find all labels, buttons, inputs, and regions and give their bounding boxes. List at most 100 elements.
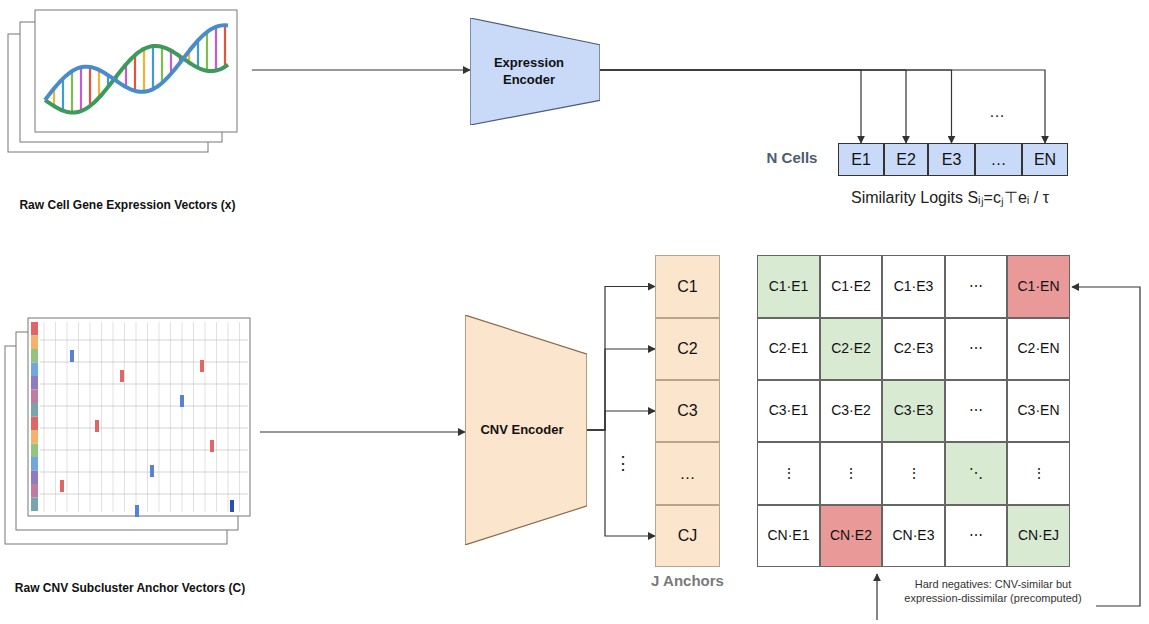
node-text: ⋱ — [969, 465, 983, 483]
cnv-mark — [135, 505, 139, 517]
helix-rung — [62, 79, 64, 111]
similarity-cell: C3·EN — [1007, 380, 1070, 442]
cluster-bar — [31, 363, 38, 377]
helix-rung — [161, 47, 163, 83]
cluster-bar — [31, 430, 38, 444]
node-text: ⋮ — [782, 465, 796, 483]
node-text: ⋯ — [969, 527, 983, 545]
node-text: E1 — [851, 150, 871, 170]
similarity-cell: ⋮ — [882, 442, 945, 505]
ellipsis: … — [982, 102, 1012, 122]
grid-line — [159, 322, 160, 512]
hard-negative-pointer — [1072, 287, 1140, 606]
axis-label: J Anchors — [630, 572, 745, 591]
similarity-cell: CN·E1 — [757, 505, 820, 567]
similarity-cell: CN·EJ — [1007, 505, 1070, 567]
anchor-embedding-box: C1 — [655, 255, 720, 318]
helix-rung — [143, 49, 145, 92]
similarity-cell: C2·EN — [1007, 318, 1070, 380]
helix-rung — [98, 70, 100, 98]
helix-rung — [152, 46, 154, 89]
cnv-mark — [120, 370, 124, 382]
node-text: C2·E3 — [894, 340, 934, 358]
grid-line — [44, 322, 45, 512]
grid-line — [101, 322, 102, 512]
helix-strand — [45, 46, 228, 113]
cnv-mark — [70, 350, 74, 362]
cell-embedding-box: EN — [1022, 143, 1068, 176]
node-text: C1·EN — [1017, 278, 1059, 296]
cluster-bar — [31, 484, 38, 498]
grid-line — [90, 322, 91, 512]
hard-negative-pointer — [876, 574, 877, 620]
node-text: C2·E1 — [769, 340, 809, 358]
arrow-connector — [587, 430, 655, 536]
node-text: C1 — [677, 277, 697, 297]
cluster-bar — [31, 403, 38, 417]
similarity-cell: CN·E3 — [882, 505, 945, 567]
caption-text: Expression Encoder — [476, 55, 582, 88]
cnv-mark — [210, 440, 214, 452]
cell-embedding-box: E2 — [884, 143, 928, 176]
grid-line — [124, 322, 125, 512]
helix-rung — [71, 71, 73, 112]
cell-embedding-box: … — [975, 143, 1022, 176]
similarity-cell: C2·E2 — [820, 318, 882, 380]
cnv-mark — [150, 465, 154, 477]
arrow-connector — [260, 431, 465, 432]
grid-line — [147, 322, 148, 512]
node-text: C1·E3 — [894, 278, 934, 296]
image-stack: Raw CNV Subcluster Anchor Vectors (C) — [2, 314, 258, 596]
cnv-mark — [180, 395, 184, 407]
similarity-cell: C2·E1 — [757, 318, 820, 380]
node-text: C2·EN — [1017, 340, 1059, 358]
cluster-bar — [31, 417, 38, 431]
grid-line — [55, 322, 56, 512]
cnv-mark — [200, 360, 204, 372]
node-text: C3·E1 — [769, 402, 809, 420]
node-text: ⋮ — [844, 465, 858, 483]
grid-line — [40, 428, 248, 429]
similarity-cell: ⋯ — [945, 318, 1007, 380]
similarity-cell: CN·E2 — [820, 505, 882, 567]
cnv-mark — [230, 500, 234, 512]
arrow-connector — [252, 69, 470, 70]
node-text: C3·E2 — [831, 402, 871, 420]
similarity-cell: C1·E2 — [820, 255, 882, 318]
grid-line — [40, 472, 248, 473]
anchor-embedding-box: C3 — [655, 380, 720, 442]
grid-line — [216, 322, 217, 512]
node-text: ⋯ — [969, 402, 983, 420]
grid-line — [239, 322, 240, 512]
grid-line — [40, 406, 248, 407]
arrow-connector — [600, 70, 952, 143]
grid-line — [205, 322, 206, 512]
ellipsis: ⋮ — [612, 452, 634, 475]
similarity-cell: ⋮ — [1007, 442, 1070, 505]
node-text: C2·E2 — [831, 340, 871, 358]
similarity-cell: ⋮ — [757, 442, 820, 505]
helix-rung — [80, 67, 82, 111]
encoder-trapezoid: CNV Encoder — [465, 315, 587, 545]
cnv-heatmap-stack — [5, 318, 250, 544]
similarity-cell: C1·EN — [1007, 255, 1070, 318]
cluster-bar — [31, 471, 38, 485]
grid-line — [113, 322, 114, 512]
node-text: ⋯ — [969, 278, 983, 296]
similarity-cell: C3·E3 — [882, 380, 945, 442]
cluster-bar — [31, 336, 38, 350]
grid-line — [67, 322, 68, 512]
cluster-bar — [31, 349, 38, 363]
cluster-bar — [31, 390, 38, 404]
helix-rung — [197, 40, 199, 67]
node-text: CN·EJ — [1018, 527, 1059, 545]
caption-text: Raw Cell Gene Expression Vectors (x) — [19, 198, 235, 213]
cell-embedding-box: E3 — [928, 143, 975, 176]
similarity-cell: C3·E2 — [820, 380, 882, 442]
node-text: C3·E3 — [894, 402, 934, 420]
similarity-cell: ⋱ — [945, 442, 1007, 505]
node-text: ⋮ — [1032, 465, 1046, 483]
grid-line — [228, 322, 229, 512]
dna-image-stack — [8, 10, 237, 152]
grid-line — [40, 384, 248, 385]
